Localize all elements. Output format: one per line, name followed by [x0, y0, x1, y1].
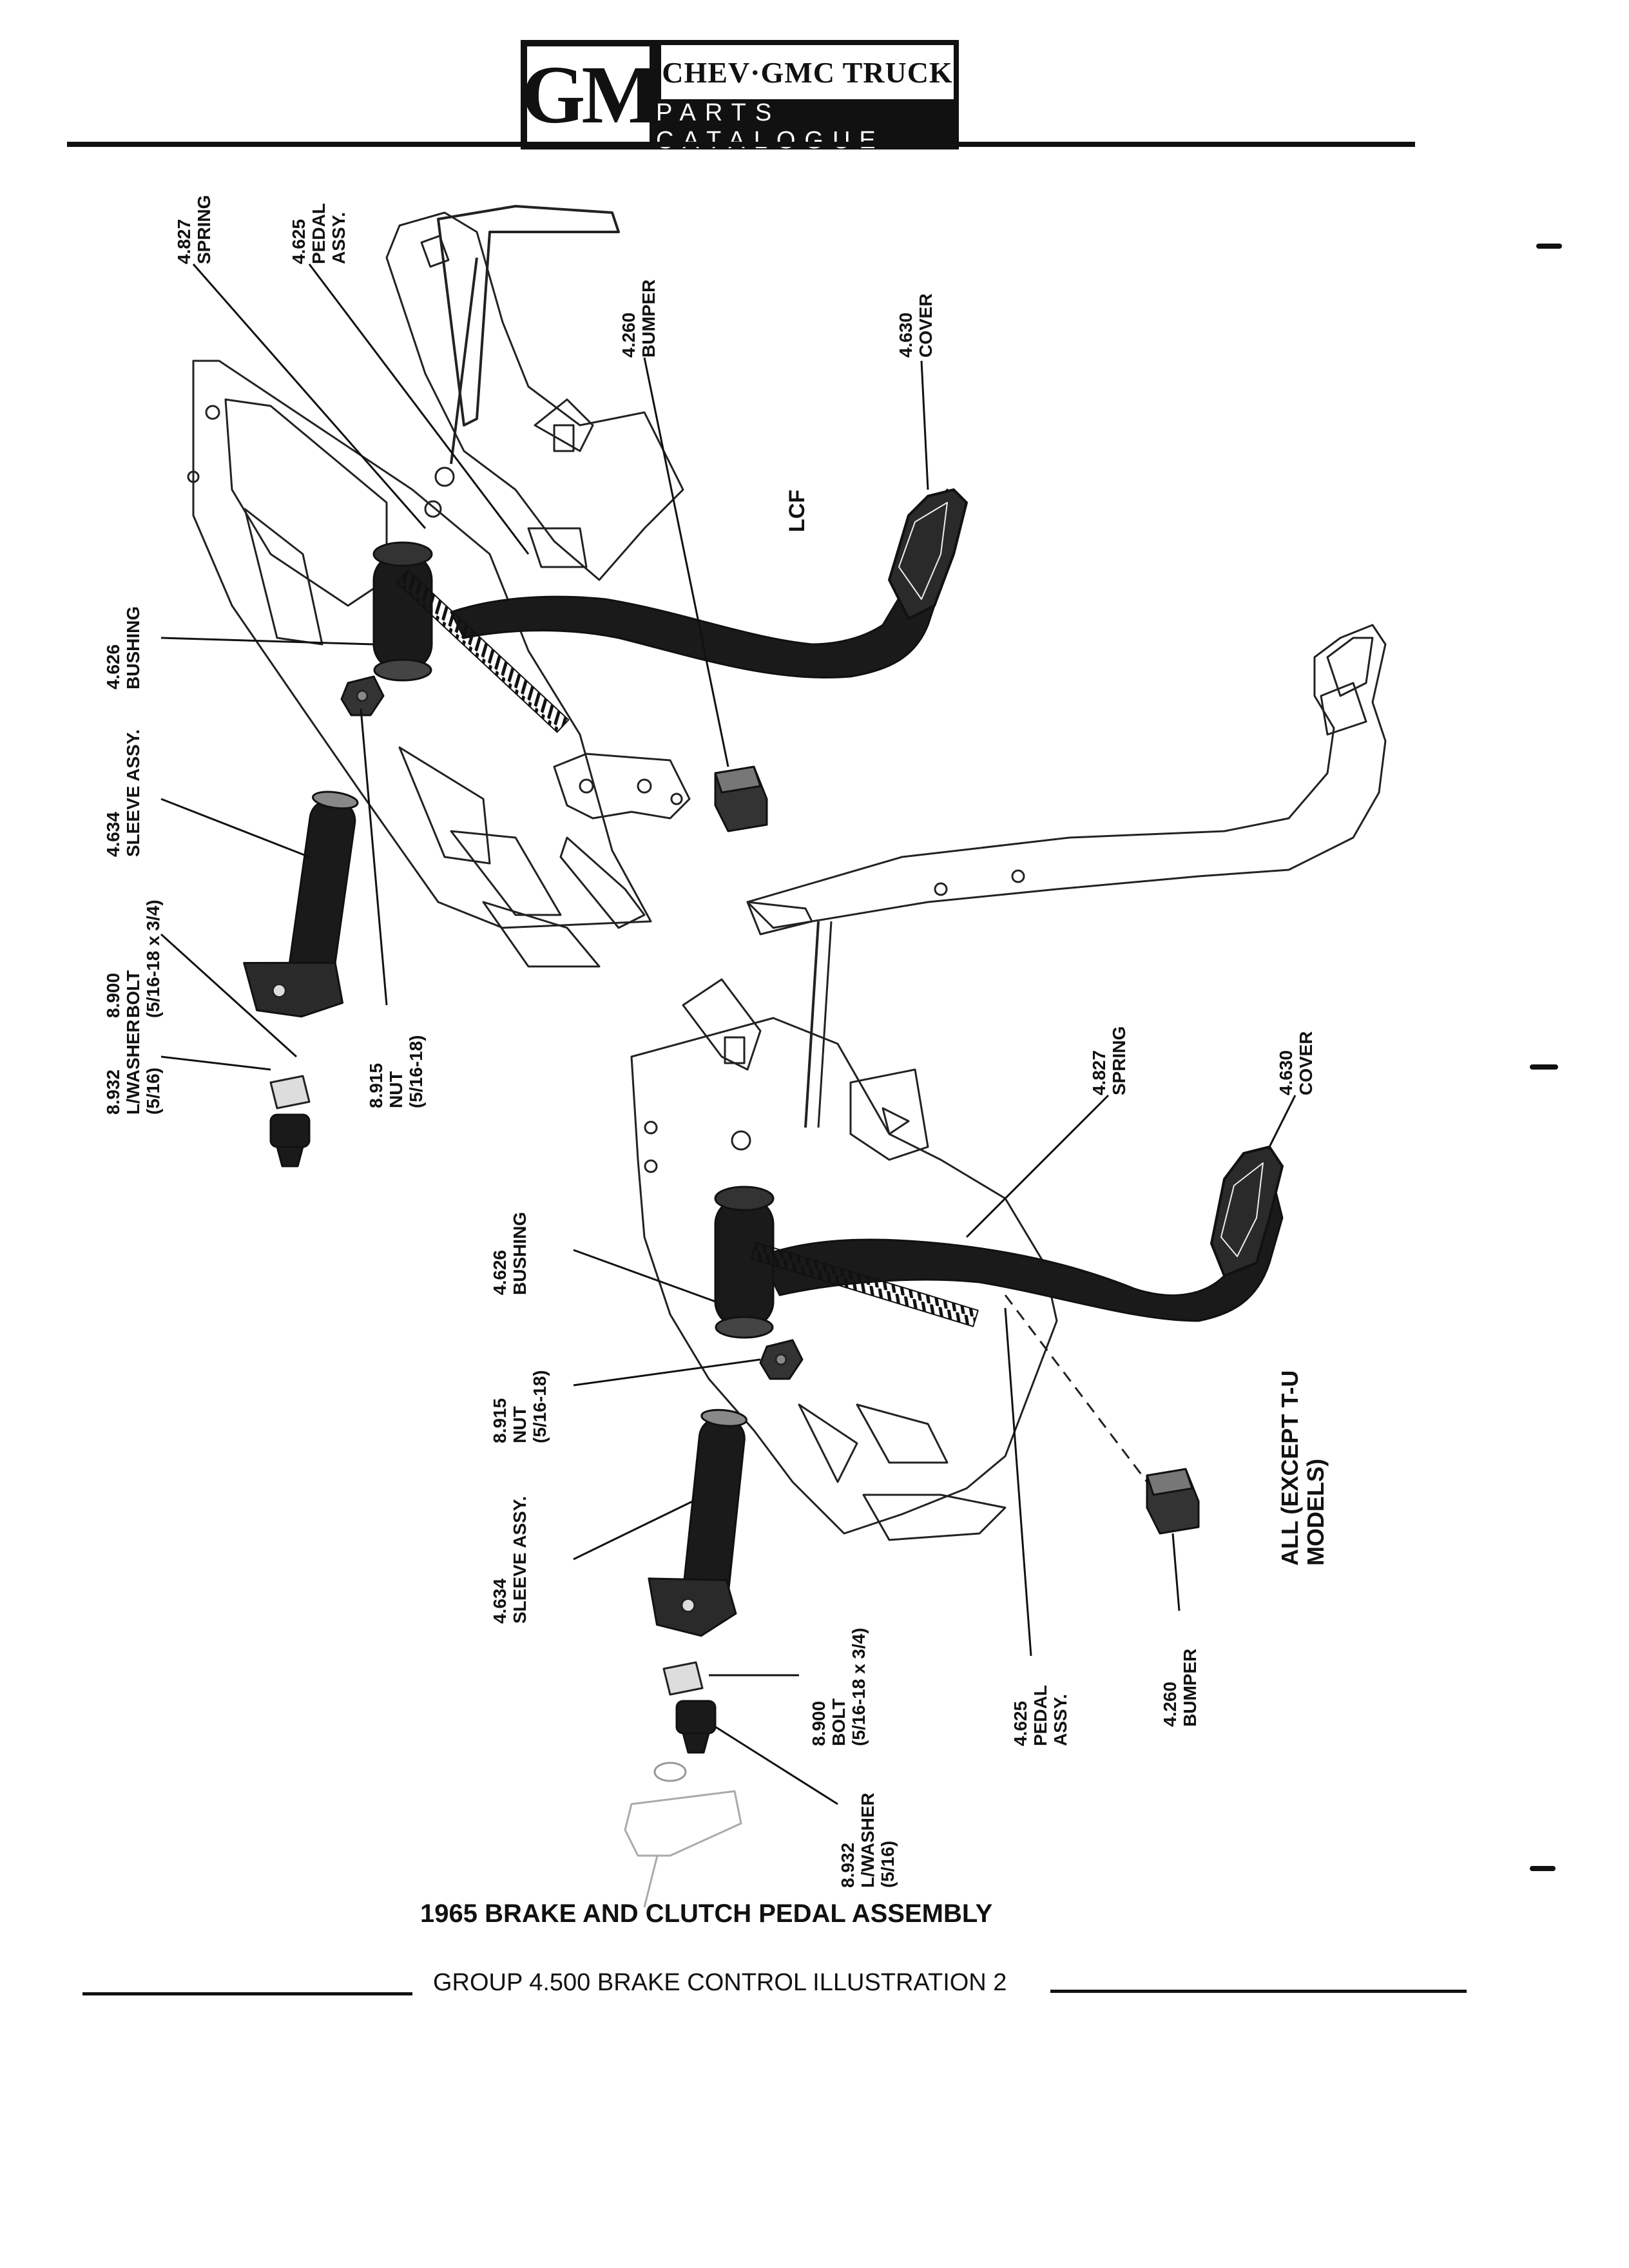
bottom-lock-washer	[653, 1762, 687, 1782]
part-number: 4.260	[1160, 1681, 1180, 1727]
footer-rule-left	[82, 1992, 412, 1995]
callout-bottom-bushing: 4.626 BUSHING	[490, 1212, 530, 1295]
bottom-pedal-assembly	[624, 978, 1284, 1908]
brand-box: CHEV·GMC TRUCK	[656, 40, 959, 104]
bottom-sleeve-assy	[648, 1408, 747, 1637]
part-number: 8.915	[366, 1062, 386, 1108]
gm-logo-mark: GM	[521, 40, 659, 149]
callout-top-nut: 8.915 NUT (5/16-18)	[366, 1035, 426, 1108]
part-number: 4.625	[289, 218, 309, 264]
part-name: NUT	[510, 1406, 530, 1443]
callout-top-bushing: 4.626 BUSHING	[103, 606, 143, 689]
callout-top-sleeve-assy: 4.634 SLEEVE ASSY.	[103, 729, 143, 857]
header-rule	[67, 142, 1415, 147]
part-number: 8.915	[490, 1398, 510, 1443]
part-detail: (5/16-18)	[530, 1370, 550, 1443]
edge-mark-top	[1536, 244, 1562, 249]
part-name: BUSHING	[123, 606, 143, 689]
part-detail: (5/16-18 x 3/4)	[143, 899, 163, 1018]
callout-top-spring: 4.827 SPRING	[174, 195, 214, 264]
part-number: 4.625	[1010, 1700, 1030, 1746]
variant-label-all-line2: MODELS)	[1302, 1459, 1329, 1566]
leader-lines	[160, 264, 1296, 1805]
callout-top-cover: 4.630 COVER	[896, 293, 936, 358]
part-number: 4.827	[1089, 1050, 1109, 1095]
callout-bottom-bumper: 4.260 BUMPER	[1160, 1649, 1200, 1727]
edge-mark-middle	[1530, 1064, 1558, 1070]
top-bolt	[269, 1075, 311, 1168]
variant-label-lcf: LCF	[785, 489, 809, 532]
bottom-pedal-pad	[1210, 1146, 1284, 1277]
part-name: BOLT	[829, 1698, 849, 1746]
part-number: 4.634	[103, 811, 123, 857]
top-upper-linkage	[385, 211, 684, 581]
part-detail: ASSY.	[1050, 1694, 1070, 1746]
top-sleeve-assy	[243, 791, 359, 1018]
part-number: 4.634	[490, 1578, 510, 1624]
bottom-mounting-strap	[624, 1790, 742, 1857]
top-pedal-pad	[888, 488, 968, 620]
brand-name: CHEV·GMC TRUCK	[661, 45, 954, 99]
part-name: COVER	[916, 293, 936, 358]
callout-top-pedal-assy: 4.625 PEDAL ASSY.	[289, 203, 349, 264]
part-name: PEDAL	[1030, 1685, 1050, 1746]
part-name: L/WASHER	[858, 1792, 878, 1888]
part-detail: (5/16-18)	[406, 1035, 426, 1108]
gm-logo: GM CHEV·GMC TRUCK PARTS CATALOGUE	[521, 40, 959, 154]
part-name: COVER	[1296, 1031, 1316, 1095]
callout-top-bolt: 8.900 BOLT (5/16-18 x 3/4)	[103, 899, 163, 1018]
part-number: 8.900	[809, 1700, 829, 1746]
callout-bottom-bolt: 8.900 BOLT (5/16-18 x 3/4)	[809, 1628, 869, 1746]
part-name: BUSHING	[510, 1211, 530, 1295]
part-detail: (5/16)	[878, 1840, 898, 1888]
footer-text: GROUP 4.500 BRAKE CONTROL ILLUSTRATION 2	[433, 1969, 1007, 1996]
top-clutch-pedal-outline	[746, 624, 1387, 929]
callout-top-bumper: 4.260 BUMPER	[619, 280, 659, 358]
part-number: 4.827	[174, 218, 194, 264]
part-name: BUMPER	[1180, 1648, 1200, 1727]
footer-rule-right	[1050, 1990, 1467, 1993]
callout-bottom-spring: 4.827 SPRING	[1089, 1026, 1129, 1095]
part-name: SPRING	[194, 195, 214, 264]
edge-mark-bottom	[1530, 1866, 1556, 1871]
part-name: PEDAL	[309, 203, 329, 264]
part-name: SLEEVE ASSY.	[510, 1495, 530, 1624]
bottom-bolt	[662, 1661, 717, 1754]
variant-label-all: ALL (EXCEPT T-U MODELS)	[1277, 1370, 1329, 1566]
part-number: 8.900	[103, 972, 123, 1018]
part-detail: (5/16)	[143, 1067, 163, 1115]
part-name: BUMPER	[639, 279, 659, 358]
part-name: SLEEVE ASSY.	[123, 729, 143, 857]
part-number: 4.630	[1276, 1050, 1296, 1095]
part-number: 4.626	[490, 1249, 510, 1295]
bottom-pedal-arm	[759, 1191, 1284, 1322]
part-number: 8.932	[838, 1842, 858, 1888]
top-pedal-assembly	[187, 205, 1387, 1168]
gm-logo-text: GM	[521, 48, 659, 140]
part-detail: (5/16-18 x 3/4)	[849, 1628, 869, 1746]
part-name: BOLT	[123, 970, 143, 1018]
callout-bottom-pedal-assy: 4.625 PEDAL ASSY.	[1010, 1685, 1070, 1746]
part-number: 4.626	[103, 644, 123, 689]
logo-banner: CHEV·GMC TRUCK PARTS CATALOGUE	[656, 40, 959, 154]
part-number: 8.932	[103, 1069, 123, 1115]
callout-top-lock-washer: 8.932 L/WASHER (5/16)	[103, 1019, 163, 1115]
top-pivot-hub	[372, 553, 433, 671]
part-number: 4.260	[619, 312, 639, 358]
part-name: L/WASHER	[123, 1019, 143, 1115]
variant-label-all-line1: ALL (EXCEPT T-U	[1277, 1370, 1303, 1566]
callout-bottom-nut: 8.915 NUT (5/16-18)	[490, 1370, 550, 1443]
callout-bottom-sleeve-assy: 4.634 SLEEVE ASSY.	[490, 1496, 530, 1624]
top-return-spring	[396, 570, 570, 733]
part-number: 4.630	[896, 312, 916, 358]
callout-bottom-cover: 4.630 COVER	[1276, 1031, 1316, 1095]
part-name: SPRING	[1109, 1026, 1129, 1095]
part-name: NUT	[386, 1071, 406, 1108]
figure-caption: 1965 BRAKE AND CLUTCH PEDAL ASSEMBLY	[420, 1899, 993, 1928]
part-detail: ASSY.	[329, 212, 349, 264]
callout-bottom-lock-washer: 8.932 L/WASHER (5/16)	[838, 1792, 898, 1888]
bottom-return-spring	[750, 1242, 979, 1327]
